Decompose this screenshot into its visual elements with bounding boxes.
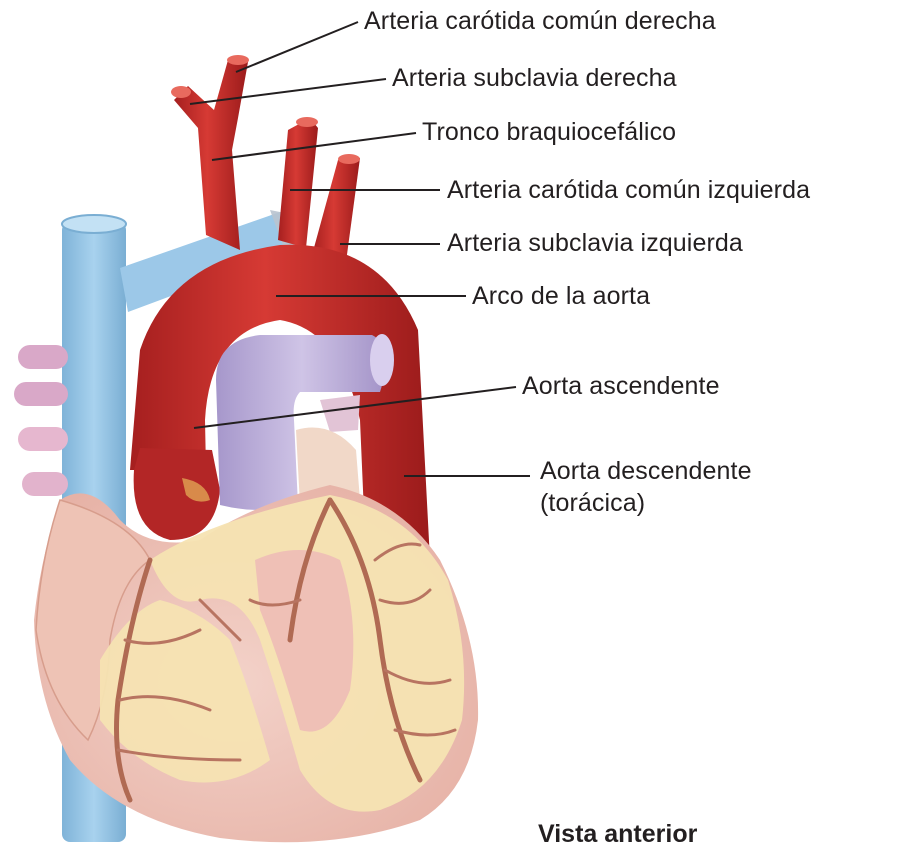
label-arteria-carotida-comun-derecha: Arteria carótida común derecha — [364, 6, 716, 36]
label-aorta-descendente: Aorta descendente — [540, 456, 752, 486]
label-arteria-subclavia-izquierda: Arteria subclavia izquierda — [447, 228, 743, 258]
label-arteria-subclavia-derecha: Arteria subclavia derecha — [392, 63, 677, 93]
ascending-aorta-bulb — [134, 448, 220, 540]
label-arco-de-la-aorta: Arco de la aorta — [472, 281, 650, 311]
label-toracica: (torácica) — [540, 488, 645, 518]
heart-body — [34, 485, 478, 842]
pulmonary-veins-left — [14, 345, 68, 496]
leader-carotida-derecha — [236, 22, 358, 72]
label-tronco-braquiocefalico: Tronco braquiocefálico — [422, 117, 676, 147]
label-aorta-ascendente: Aorta ascendente — [522, 371, 720, 401]
caption-vista-anterior: Vista anterior — [538, 820, 697, 849]
label-arteria-carotida-comun-izquierda: Arteria carótida común izquierda — [447, 175, 810, 205]
